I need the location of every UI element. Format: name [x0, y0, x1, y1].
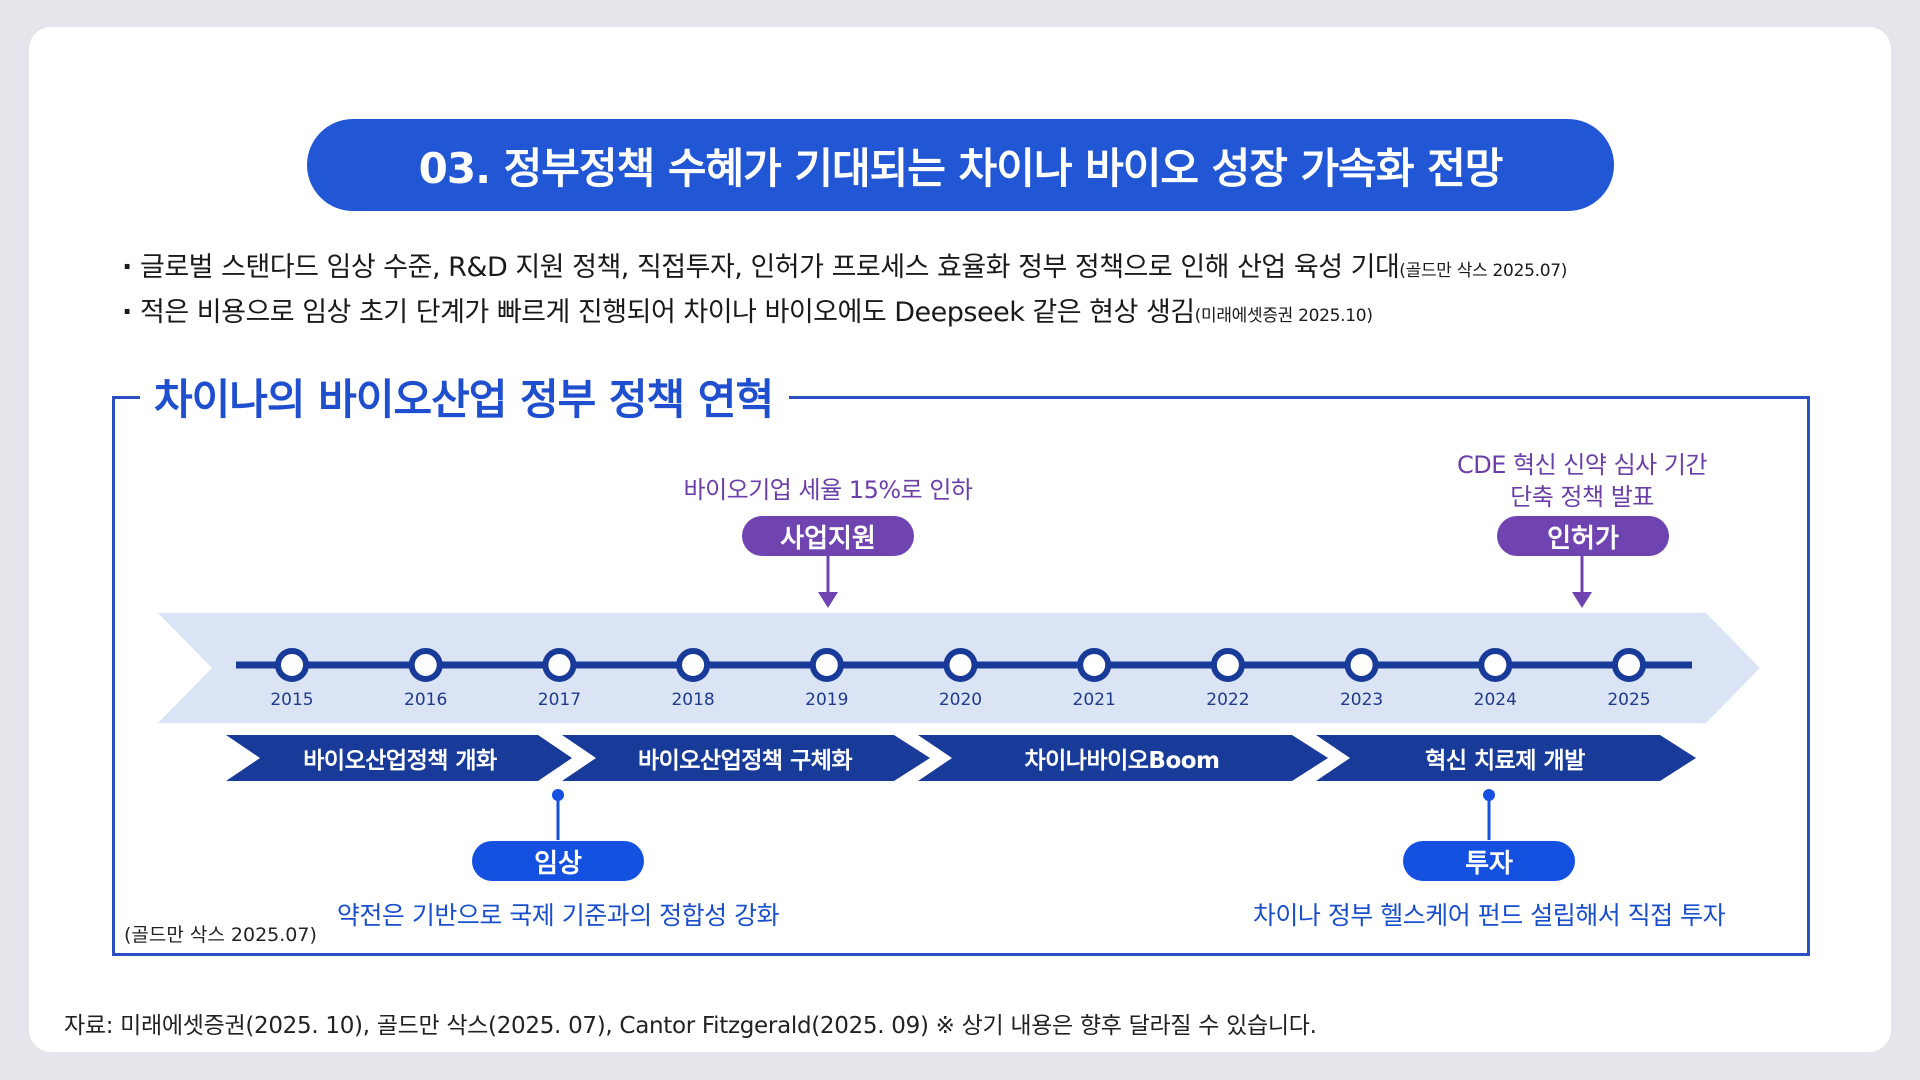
event-investment-tag: 투자: [1403, 841, 1575, 881]
bullet-marker: ·: [122, 252, 132, 283]
arrowhead-business: [818, 592, 838, 608]
year-label-2022: 2022: [1206, 690, 1250, 710]
phase-arrow-4: [1316, 735, 1696, 781]
phase-arrow-3: [918, 735, 1328, 781]
bullet-item-2: · 적은 비용으로 임상 초기 단계가 빠르게 진행되어 차이나 바이오에도 De…: [122, 290, 1373, 329]
timeline-node-2016: [408, 648, 443, 682]
arrowhead-approval: [1572, 592, 1592, 608]
timeline-node-2022: [1210, 648, 1245, 682]
timeline-node-2024: [1478, 648, 1513, 682]
phase-label-1: 바이오산업정책 개화: [303, 748, 497, 774]
timeline-node-2018: [676, 648, 711, 682]
timeline-node-2023: [1344, 648, 1379, 682]
year-label-2019: 2019: [805, 690, 849, 710]
timeline-node-2017: [542, 648, 577, 682]
timeline-nodes: [275, 648, 1646, 682]
year-label-2016: 2016: [404, 690, 448, 710]
phase-arrow-2: [562, 735, 930, 781]
footer-source: 자료: 미래에셋증권(2025. 10), 골드만 삭스(2025. 07), …: [64, 1013, 1317, 1039]
phase-label-4: 혁신 치료제 개발: [1425, 748, 1585, 774]
event-approval-description-line2: 단축 정책 발표: [1510, 483, 1654, 511]
year-label-2024: 2024: [1473, 690, 1517, 710]
event-approval-description-line1: CDE 혁신 신약 심사 기간: [1456, 451, 1708, 479]
phase-arrow-1: [226, 735, 572, 781]
bullet-source: (골드만 삭스 2025.07): [1399, 261, 1568, 281]
phase-label-2: 바이오산업정책 구체화: [637, 748, 853, 774]
timeline-node-2020: [943, 648, 978, 682]
event-business-tag: 사업지원: [742, 516, 914, 556]
bullet-text: 글로벌 스탠다드 임상 수준, R&D 지원 정책, 직접투자, 인허가 프로세…: [140, 252, 1400, 283]
event-clinical-tag: 임상: [472, 841, 644, 881]
bullet-text: 적은 비용으로 임상 초기 단계가 빠르게 진행되어 차이나 바이오에도 Dee…: [140, 297, 1195, 328]
timeline-frame: [112, 396, 1810, 956]
year-label-2017: 2017: [537, 690, 582, 710]
year-label-2023: 2023: [1339, 690, 1384, 710]
event-clinical-description: 약전은 기반으로 국제 기준과의 정합성 강화: [336, 901, 780, 930]
event-investment-description: 차이나 정부 헬스케어 펀드 설립해서 직접 투자: [1252, 901, 1726, 930]
year-label-2018: 2018: [671, 690, 715, 710]
year-label-2025: 2025: [1607, 690, 1651, 710]
bullet-marker: ·: [122, 297, 132, 328]
bullet-item-1: · 글로벌 스탠다드 임상 수준, R&D 지원 정책, 직접투자, 인허가 프로…: [122, 245, 1567, 284]
phase-label-3: 차이나바이오Boom: [1024, 748, 1220, 774]
year-label-2015: 2015: [270, 690, 314, 710]
timeline-node-2021: [1077, 648, 1112, 682]
event-business-description: 바이오기업 세율 15%로 인하: [683, 476, 973, 504]
event-approval-tag: 인허가: [1497, 516, 1669, 556]
section-title: 차이나의 바이오산업 정부 정책 연혁: [140, 370, 790, 430]
diagram-source: (골드만 삭스 2025.07): [124, 924, 317, 946]
year-label-2020: 2020: [938, 690, 983, 710]
bullet-source: (미래에셋증권 2025.10): [1194, 306, 1373, 326]
page-title: 03. 정부정책 수혜가 기대되는 차이나 바이오 성장 가속화 전망: [307, 119, 1614, 211]
year-label-2021: 2021: [1072, 690, 1116, 710]
timeline-node-2015: [275, 648, 309, 682]
timeline-node-2025: [1612, 648, 1646, 682]
timeline-node-2019: [809, 648, 844, 682]
